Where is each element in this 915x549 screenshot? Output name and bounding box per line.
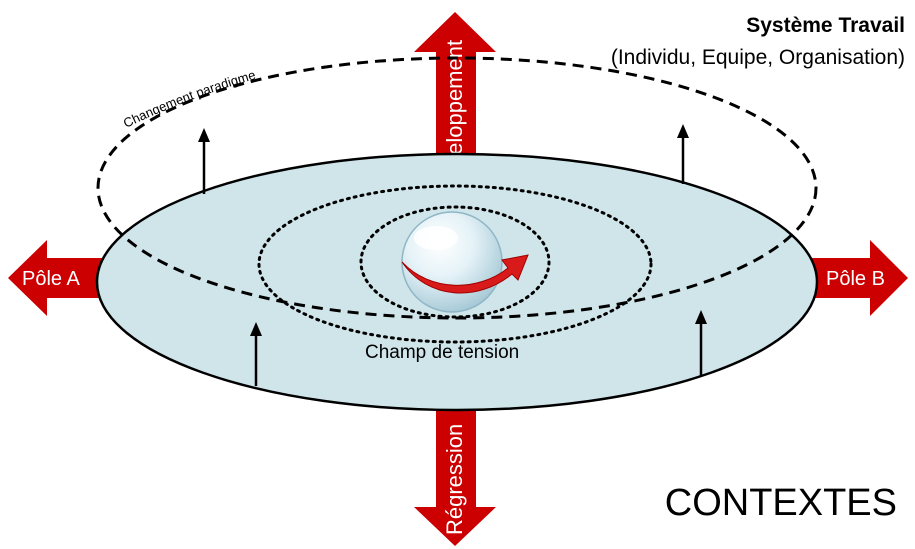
- pole-a-arrow-shape: [8, 240, 108, 316]
- regression-arrow: Régression: [414, 400, 496, 546]
- regression-arrow-shape: [414, 400, 496, 546]
- rotation-arrow-icon: [401, 254, 529, 294]
- pole-b-label: Pôle B: [826, 268, 885, 290]
- tension-field-label: Champ de tension: [365, 342, 520, 363]
- contexts-label: CONTEXTES: [664, 482, 897, 524]
- pole-a-label: Pôle A: [22, 268, 80, 290]
- inner-dotted-ellipse-outer: [257, 184, 653, 344]
- pole-a-arrow: Pôle A: [8, 240, 108, 316]
- center-sphere: [401, 211, 503, 313]
- paradigm-change-label: Changement paradigme: [121, 67, 257, 131]
- shift-arrow-upper-left: [198, 128, 210, 194]
- pole-b-arrow-shape: [808, 240, 908, 316]
- shift-arrow-lower-left: [250, 322, 262, 386]
- system-subtitle: (Individu, Equipe, Organisation): [610, 46, 905, 69]
- inner-dotted-ellipse-inner: [359, 205, 551, 319]
- pole-b-arrow: Pôle B: [808, 240, 908, 316]
- shift-arrow-upper-right: [677, 124, 689, 184]
- paradigm-change-ellipse: [96, 56, 818, 320]
- shift-arrow-lower-right: [695, 310, 707, 376]
- system-title: Système Travail: [746, 14, 905, 37]
- shift-arrows: [198, 124, 707, 386]
- regression-label: Régression: [442, 424, 467, 535]
